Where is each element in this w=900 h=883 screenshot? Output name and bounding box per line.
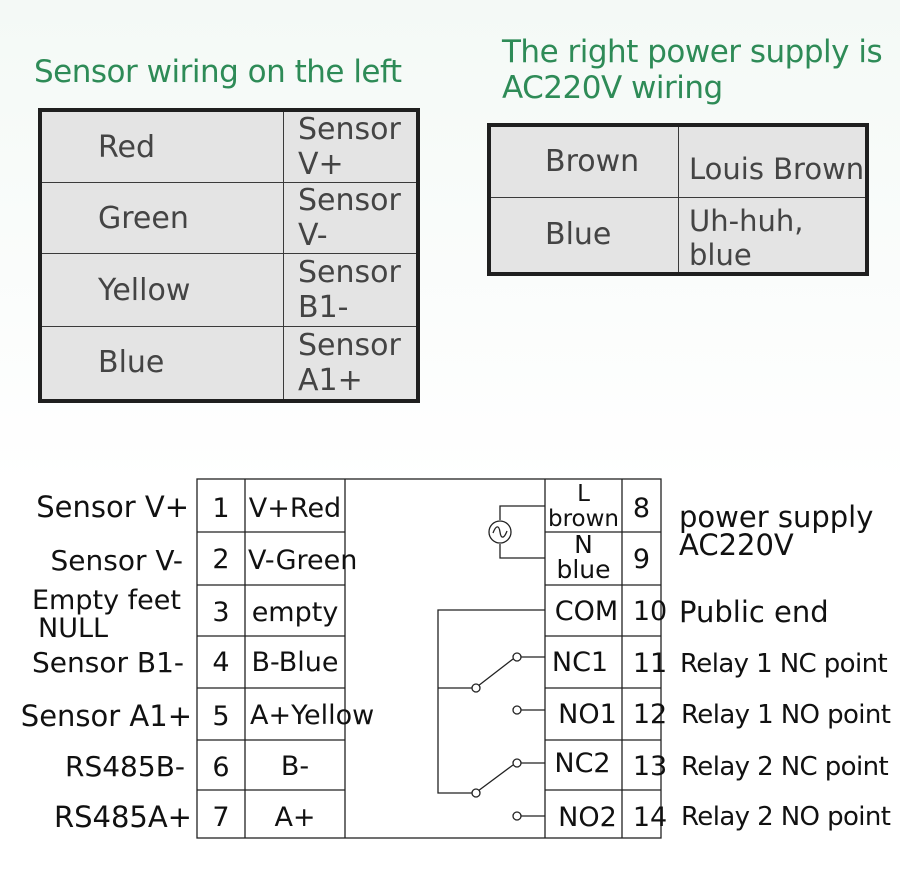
terminal-name: NC1 — [551, 647, 609, 678]
terminal-name: COM — [554, 596, 619, 627]
sensor-signal-cell: Sensor V+ — [283, 109, 419, 183]
terminal-3-label-line-2: NULL — [38, 613, 109, 644]
wire-color-cell: Brown — [488, 124, 679, 198]
table-row: Red Sensor V+ — [39, 109, 419, 183]
terminal-3-label: Empty feet NULL — [32, 587, 181, 643]
terminal-description: B-Blue — [251, 647, 339, 678]
left-table-title: Sensor wiring on the left — [34, 54, 402, 90]
terminal-13-label: Relay 2 NC point — [681, 752, 889, 782]
terminal-2-label: Sensor V- — [50, 544, 184, 577]
terminal-4-label: Sensor B1- — [31, 646, 184, 679]
contact-node — [471, 683, 481, 693]
terminal-number: 5 — [212, 701, 230, 732]
ac-source-icon — [488, 520, 512, 544]
terminal-number: 3 — [212, 597, 230, 628]
terminal-number: 8 — [632, 493, 651, 524]
terminal-number: 12 — [632, 699, 668, 730]
terminal-name-line-1: L — [577, 481, 590, 507]
terminal-number: 4 — [212, 647, 230, 678]
terminal-number: 14 — [632, 802, 668, 833]
sensor-wiring-table: Red Sensor V+ Green Sensor V- Yellow Sen… — [38, 108, 420, 403]
table-row: Green Sensor V- — [39, 182, 419, 254]
right-table-title: The right power supply is AC220V wiring — [502, 34, 883, 106]
power-line-cell: Uh-huh, blue — [678, 196, 868, 274]
terminal-description: A+ — [274, 802, 316, 833]
terminal-6-label: RS485B- — [65, 750, 185, 783]
terminal-7-label: RS485A+ — [53, 800, 192, 834]
terminal-name: NO1 — [558, 699, 617, 730]
terminal-description: empty — [251, 597, 339, 628]
contact-node — [512, 758, 522, 768]
terminal-number: 1 — [212, 493, 230, 524]
terminal-14-label: Relay 2 NO point — [681, 802, 891, 832]
table-row: Blue Uh-huh, blue — [488, 196, 868, 274]
contact-node — [512, 811, 522, 821]
power-wiring-table: Brown Louis Brown Blue Uh-huh, blue — [487, 123, 869, 276]
terminal-name: NC2 — [554, 748, 611, 779]
terminal-description: V+Red — [248, 493, 342, 524]
table-row: Brown Louis Brown — [488, 124, 868, 198]
contact-node — [471, 788, 481, 798]
terminal-number: 11 — [632, 648, 668, 679]
right-title-line-1: The right power supply is — [502, 34, 883, 70]
terminal-11-label: Relay 1 NC point — [680, 649, 888, 679]
contact-node — [512, 705, 522, 715]
power-supply-label-line-2: AC220V — [679, 528, 794, 562]
sensor-signal-cell: Sensor A1+ — [283, 326, 419, 401]
terminal-number: 7 — [212, 802, 230, 833]
wire-color-cell: Green — [39, 182, 284, 254]
terminal-name: N blue — [545, 532, 622, 582]
sensor-signal-cell: Sensor V- — [283, 182, 419, 254]
terminal-name: NO2 — [558, 802, 617, 833]
power-line-cell: Louis Brown — [678, 124, 868, 198]
power-supply-label: power supply AC220V — [679, 500, 874, 562]
terminal-number: 2 — [212, 544, 230, 575]
terminal-name-line-1: N — [574, 530, 593, 559]
terminal-number: 6 — [212, 752, 230, 783]
terminal-number: 9 — [632, 544, 651, 575]
wire-color-cell: Red — [39, 109, 284, 183]
terminal-number: 13 — [632, 751, 668, 782]
contact-node — [512, 652, 522, 662]
terminal-number: 10 — [632, 596, 668, 627]
terminal-description: B- — [280, 751, 310, 782]
terminal-name-line-2: blue — [556, 555, 611, 584]
terminal-name-line-2: brown — [547, 506, 619, 532]
terminal-3-label-line-1: Empty feet — [32, 585, 181, 616]
terminal-1-label: Sensor V+ — [36, 490, 189, 524]
terminal-description: V-Green — [248, 545, 358, 576]
table-row: Yellow Sensor B1- — [39, 253, 419, 327]
terminal-5-label: Sensor A1+ — [20, 699, 192, 733]
terminal-12-label: Relay 1 NO point — [681, 700, 891, 730]
terminal-name: L brown — [545, 482, 622, 532]
wire-color-cell: Blue — [488, 196, 679, 274]
wire-color-cell: Blue — [39, 326, 284, 401]
terminal-10-label: Public end — [679, 595, 829, 629]
right-title-line-2: AC220V wiring — [502, 70, 723, 106]
sensor-signal-cell: Sensor B1- — [283, 253, 419, 327]
power-supply-label-line-1: power supply — [679, 500, 874, 534]
terminal-description: A+Yellow — [250, 700, 375, 731]
table-row: Blue Sensor A1+ — [39, 326, 419, 401]
